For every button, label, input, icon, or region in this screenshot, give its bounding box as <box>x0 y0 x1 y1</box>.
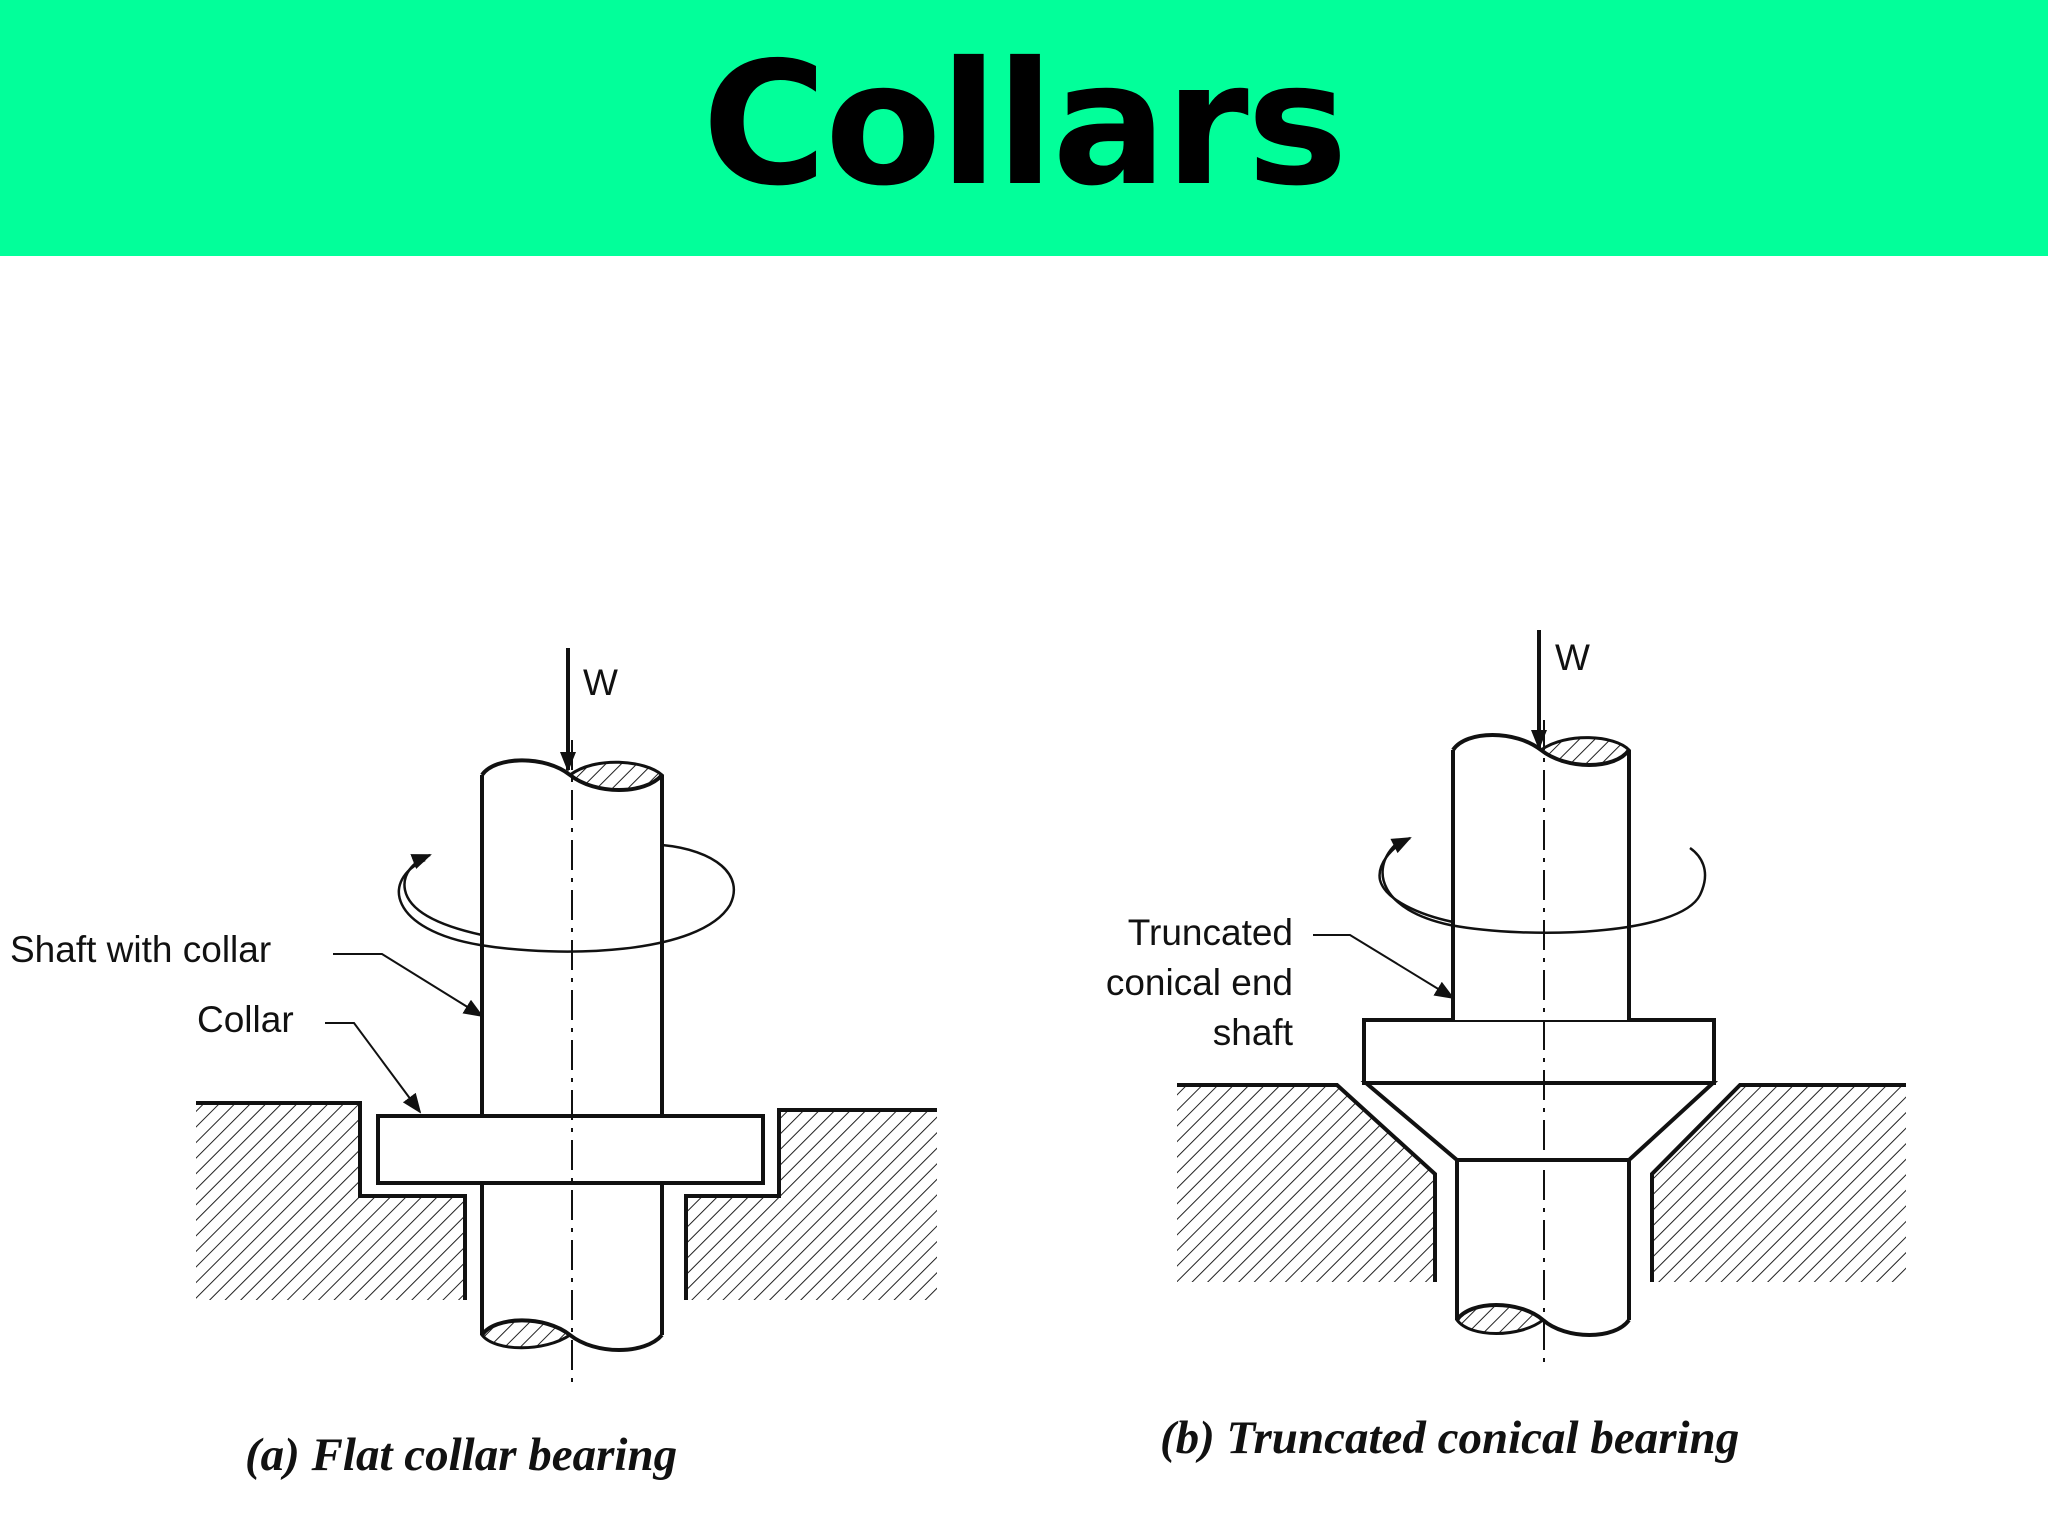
label-shaft-with-collar: Shaft with collar <box>10 929 271 970</box>
load-label-a: W <box>583 662 618 703</box>
conical-collar <box>1362 1018 1716 1085</box>
housing-right <box>686 1110 937 1300</box>
rotation-arrow-a <box>397 843 736 953</box>
collar <box>376 1114 765 1185</box>
conical-end <box>1360 1081 1719 1162</box>
label-truncated: Truncated <box>1128 912 1293 953</box>
shaft-b <box>1453 750 1629 1020</box>
label-shaft: shaft <box>1213 1012 1294 1053</box>
load-label-b: W <box>1555 637 1590 678</box>
housing-left <box>196 1103 465 1300</box>
housing-left-b <box>1177 1085 1435 1282</box>
title-banner: Collars <box>0 0 2048 256</box>
truncated-conical-bearing: W Truncated conical end shaft (b) Trunca… <box>1106 630 1906 1464</box>
shaft-a-bottom-section <box>480 1318 573 1350</box>
caption-b: (b) Truncated conical bearing <box>1160 1412 1739 1464</box>
slide-title: Collars <box>702 26 1348 224</box>
caption-a: (a) Flat collar bearing <box>245 1429 677 1481</box>
shaft-b-top-section <box>1538 736 1631 767</box>
rotation-arrow-b <box>1381 844 1707 934</box>
flat-collar-bearing: W Shaft with collar Collar (a) Flat coll… <box>10 648 937 1481</box>
label-conical-end: conical end <box>1106 962 1293 1003</box>
shaft-a-top-section <box>567 760 665 792</box>
label-collar: Collar <box>197 999 294 1040</box>
housing-right-b <box>1652 1085 1906 1282</box>
